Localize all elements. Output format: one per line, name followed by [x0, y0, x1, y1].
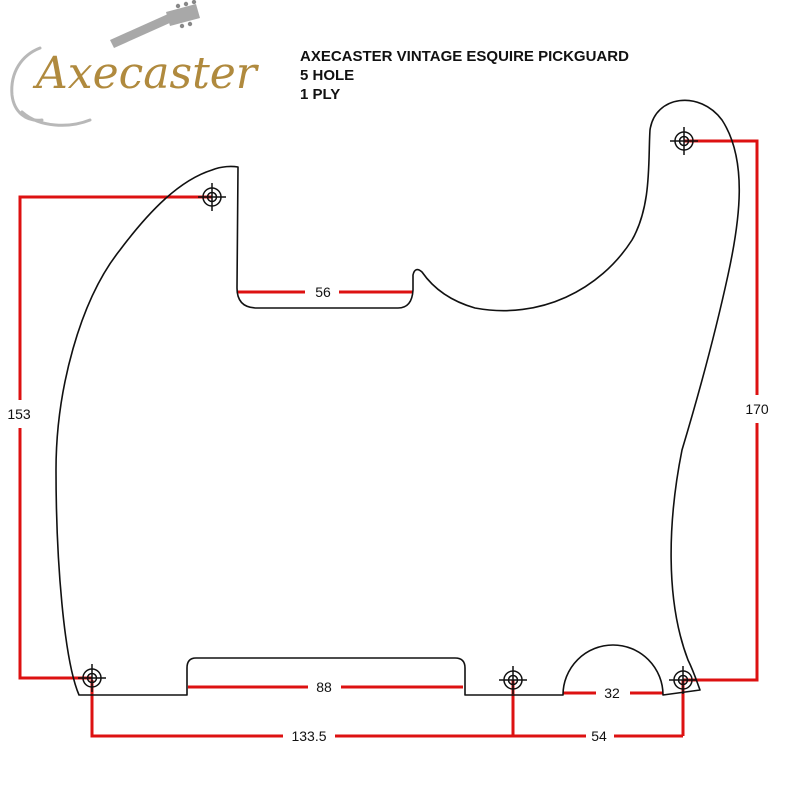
- dimension-label-54: 54: [591, 728, 607, 744]
- mounting-hole: [669, 666, 697, 694]
- mounting-hole: [78, 664, 106, 692]
- mounting-hole: [499, 666, 527, 694]
- mounting-hole: [670, 127, 698, 155]
- left-height-dimension-line-lower: [18, 428, 92, 680]
- hole-count: 5 HOLE: [300, 67, 355, 84]
- guitar-headstock-icon: [110, 0, 200, 48]
- right-height-dimension-line-lower: [683, 423, 759, 682]
- right-height-dimension-line: [684, 139, 759, 395]
- bottom-left-span-line: [90, 680, 283, 738]
- mounting-hole: [198, 183, 226, 211]
- title-block: AXECASTER VINTAGE ESQUIRE PICKGUARD 5 HO…: [300, 47, 629, 104]
- product-title: AXECASTER VINTAGE ESQUIRE PICKGUARD: [300, 48, 629, 65]
- dimension-label-56: 56: [315, 284, 331, 300]
- dimension-lines: [18, 139, 759, 738]
- dimension-label-133-5: 133.5: [291, 728, 326, 744]
- dimension-label-32: 32: [604, 685, 620, 701]
- left-height-dimension-line: [18, 195, 212, 400]
- dimension-label-170: 170: [745, 401, 769, 417]
- pickguard-outline: [55, 99, 741, 696]
- dimension-label-153: 153: [7, 406, 31, 422]
- brand-logo-text: Axecaster: [32, 48, 260, 99]
- guitar-outline-icon: [10, 46, 92, 127]
- ply-count: 1 PLY: [300, 86, 341, 103]
- dimension-label-88: 88: [316, 679, 332, 695]
